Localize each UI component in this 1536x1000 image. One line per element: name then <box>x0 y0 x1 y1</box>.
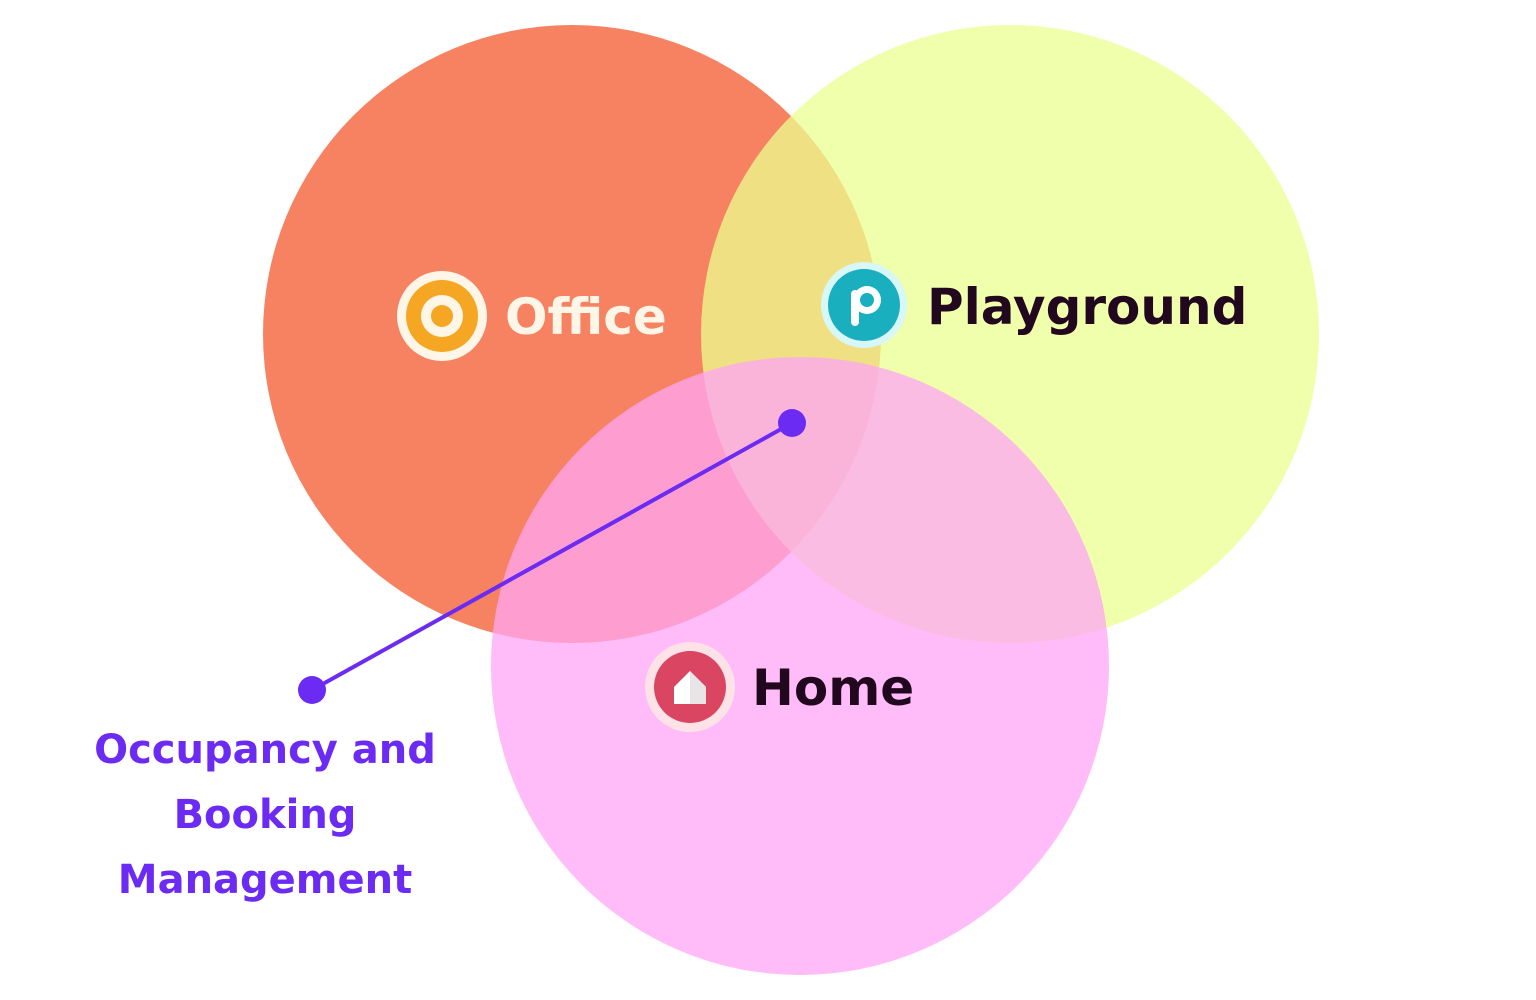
callout-line-1: Occupancy and <box>94 727 436 773</box>
target-icon <box>397 271 487 361</box>
callout-label: Occupancy and Booking Management <box>60 718 470 913</box>
office-label: Office <box>505 288 667 346</box>
callout-line-3: Management <box>117 857 413 903</box>
home-label: Home <box>752 659 914 717</box>
callout-connector-line <box>311 421 793 692</box>
letter-p-icon <box>821 262 907 348</box>
home-circle <box>491 357 1109 975</box>
callout-line-2: Booking <box>173 792 357 838</box>
callout-end-dot <box>778 409 806 437</box>
callout-start-dot <box>298 676 326 704</box>
house-icon <box>645 642 735 732</box>
playground-label: Playground <box>927 278 1247 336</box>
